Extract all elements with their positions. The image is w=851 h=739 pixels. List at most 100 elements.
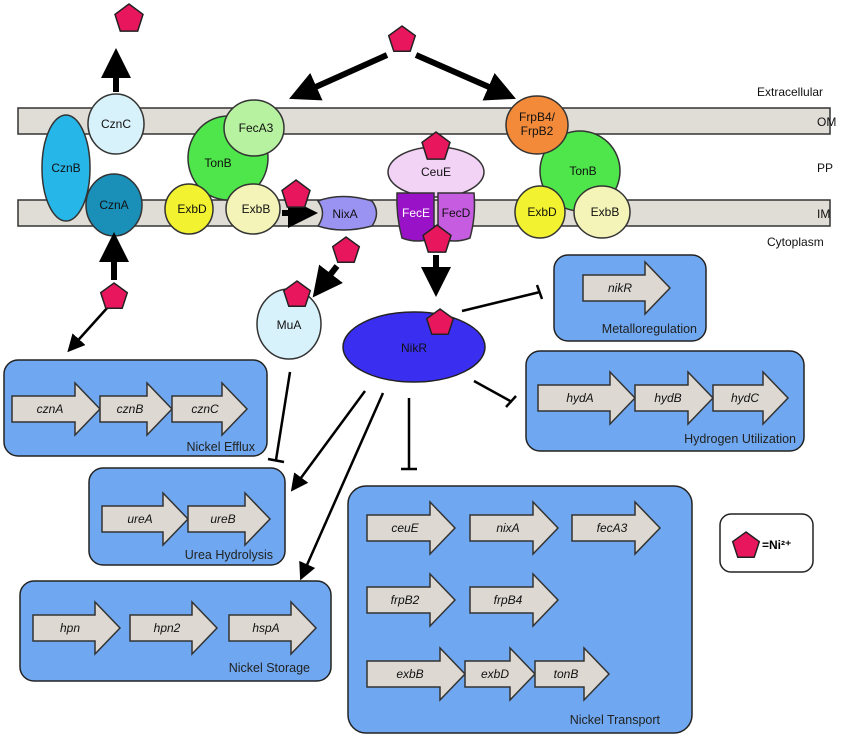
frpb-label-line2: FrpB2 [521, 124, 554, 138]
gene-arrow-nikr [582, 260, 672, 316]
gene-arrow-hspa [228, 600, 318, 656]
urea-title: Urea Hydrolysis [185, 548, 273, 562]
nixa-label: NixA [332, 207, 357, 221]
gene-arrow-cznb [99, 381, 174, 437]
mua-label: MuA [277, 318, 302, 332]
gene-label-feca3: fecA3 [597, 521, 628, 535]
extracellular-label: Extracellular [757, 85, 823, 99]
fecd-label: FecD [442, 206, 471, 220]
nickel-ions [99, 3, 455, 336]
gene-arrow-cznc [171, 381, 249, 437]
operon-titles: Nickel Efflux Metalloregulation Hydrogen… [185, 322, 796, 727]
gene-arrow-urea [101, 491, 190, 547]
gene-arrow-exbd [464, 646, 537, 702]
hydrogen-title: Hydrogen Utilization [684, 432, 796, 446]
gene-label-hspa: hspA [252, 621, 279, 635]
nixa-to-mua-arrow [312, 264, 343, 298]
nickel-ion-top-left [114, 3, 144, 32]
nikr-represses-hyd-bar [505, 395, 517, 408]
gene-arrow-nixa [469, 500, 560, 556]
gene-arrow-ceue [366, 500, 457, 556]
frpb-label-line1: FrpB4/ [519, 110, 556, 124]
storage-title: Nickel Storage [229, 661, 310, 675]
gene-label-nixa: nixA [496, 521, 519, 535]
cznc-label: CznC [101, 117, 131, 131]
nikr-represses-nikr-line [461, 290, 541, 313]
transport-title: Nickel Transport [570, 713, 661, 727]
gene-arrow-tonb [534, 646, 611, 702]
exbd-right-protein [514, 185, 566, 239]
ceue-label: CeuE [421, 165, 451, 179]
nickel-ion-nixa [331, 236, 361, 264]
nickel-ion-ceue [421, 131, 451, 160]
feca3-protein [223, 99, 285, 157]
gene-label-czna: cznA [37, 402, 64, 416]
gene-arrow-frpb2 [366, 572, 457, 628]
gene-label-hpn: hpn [60, 621, 80, 635]
gene-label-exbd: exbD [481, 667, 509, 681]
gene-label-urea: ureA [127, 512, 152, 526]
exbd-left-protein [164, 183, 214, 235]
outer-membrane [17, 107, 831, 135]
gene-label-nikr: nikR [608, 281, 632, 295]
nikr-to-storage-arrow [299, 392, 385, 581]
metalloregulation-title: Metalloregulation [602, 322, 697, 336]
gene-arrow-hyda [537, 370, 637, 426]
cznb-protein [41, 114, 91, 222]
nikr-represses-nikr-bar [535, 284, 544, 300]
exbb-right-protein [573, 185, 631, 239]
mua-represses-urea-line [274, 371, 292, 461]
nikr-label: NikR [401, 341, 427, 355]
repression-lines [267, 284, 544, 471]
gene-label-frpb4: frpB4 [494, 593, 523, 607]
nikr-to-urea-arrow [290, 390, 367, 492]
ni-to-feca3-arrow [289, 52, 389, 101]
gene-arrow-exbb [366, 646, 467, 702]
tonb-right-label: TonB [569, 164, 596, 178]
ni-to-frpb-arrow [414, 52, 516, 101]
nixa-protein [316, 195, 378, 231]
om-label: OM [817, 115, 836, 129]
gene-arrow-hydb [634, 370, 715, 426]
gene-label-tonb: tonB [554, 667, 579, 681]
gene-arrow-frpb4 [469, 572, 560, 628]
nickel-ion-fece [422, 224, 452, 253]
legend: =Ni²⁺ [719, 513, 814, 573]
gene-arrow-hpn2 [129, 600, 219, 656]
nickel-ion-mua [282, 280, 312, 308]
exbd-right-label: ExbD [527, 205, 557, 219]
exbd-left-label: ExbD [177, 202, 207, 216]
legend-nickel-icon [731, 531, 761, 559]
gene-label-hydb: hydB [654, 391, 681, 405]
efflux-title: Nickel Efflux [186, 440, 255, 454]
gene-label-cznb: cznB [117, 402, 144, 416]
gene-label-exbb: exbB [396, 667, 423, 681]
gene-label-hpn2: hpn2 [154, 621, 181, 635]
nickel-ion-top-center [387, 25, 417, 53]
legend-label: =Ni²⁺ [762, 538, 791, 552]
gene-label-hydc: hydC [731, 391, 759, 405]
exbb-left-protein [225, 183, 281, 235]
gene-arrow-hydc [712, 370, 790, 426]
gene-label-ceue: ceuE [391, 521, 419, 535]
mua-represses-urea-bar [267, 457, 285, 464]
cznc-protein [87, 93, 145, 155]
nickel-ion-nikr [425, 308, 455, 336]
gene-labels: cznA cznB cznC nikR hydA hydB hydC ureA … [37, 281, 760, 681]
nickel-ion-czna [99, 282, 129, 310]
gene-arrow-feca3 [571, 500, 662, 556]
im-label: IM [817, 207, 830, 221]
tonb-left-label: TonB [204, 156, 231, 170]
gene-arrows [11, 260, 790, 702]
nickel-ion-exbb [281, 179, 311, 208]
nikr-represses-hyd-line [473, 379, 513, 404]
gene-label-hyda: hydA [566, 391, 593, 405]
urea-box [88, 467, 286, 566]
exbb-left-label: ExbB [242, 202, 271, 216]
gene-label-frpb2: frpB2 [391, 593, 420, 607]
fece-label: FecE [402, 206, 430, 220]
gene-arrow-czna [11, 381, 102, 437]
exbb-right-label: ExbB [591, 205, 620, 219]
cytoplasm-label: Cytoplasm [767, 235, 824, 249]
